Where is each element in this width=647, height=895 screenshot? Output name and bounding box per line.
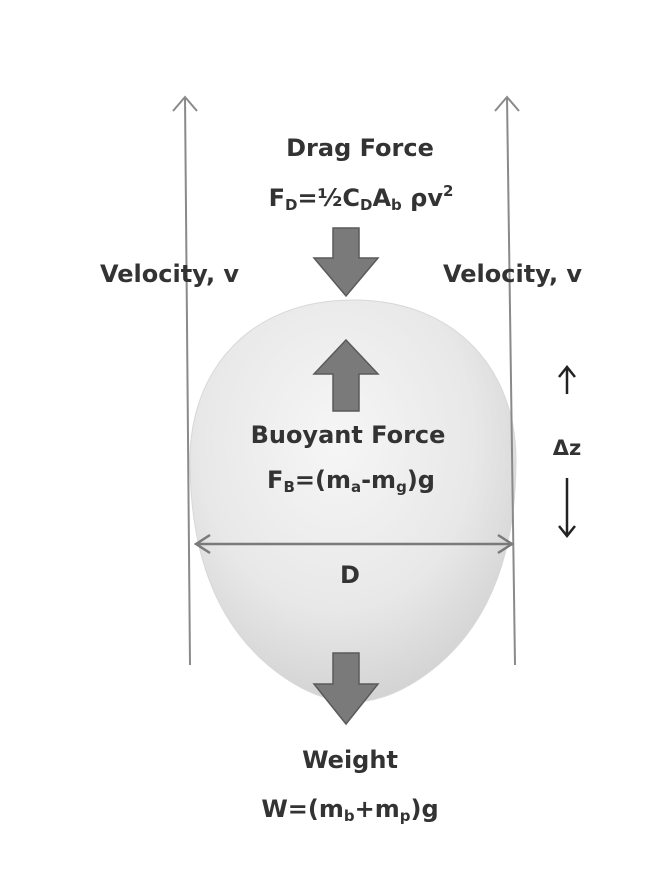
left-velocity-arrow	[172, 95, 198, 666]
drag-eq-sub2: D	[360, 196, 373, 214]
buoyant-force-equation: FB=(ma-mg)g	[256, 468, 446, 495]
weight-arrow	[312, 652, 380, 726]
buoyant-eq-post: )g	[406, 466, 435, 494]
weight-equation: W=(mb+mp)g	[240, 797, 460, 824]
buoyant-eq-pre: F	[267, 466, 284, 494]
weight-eq-sub2: p	[399, 807, 411, 825]
drag-eq-pre: F	[268, 184, 285, 212]
drag-force-arrow	[312, 227, 380, 298]
diameter-label: D	[340, 561, 360, 589]
weight-eq-pre: W=(m	[261, 795, 344, 823]
buoyant-force-arrow	[312, 338, 380, 412]
drag-eq-sub1: D	[284, 196, 298, 214]
weight-eq-mid: +m	[354, 795, 400, 823]
weight-eq-sub1: b	[343, 807, 355, 825]
buoyant-eq-mid2: -m	[361, 466, 397, 494]
buoyant-eq-mid1: =(m	[294, 466, 351, 494]
drag-eq-sub3: b	[391, 196, 402, 214]
buoyant-eq-sub3: g	[396, 478, 407, 496]
drag-eq-mid2: A	[372, 184, 392, 212]
weight-title: Weight	[302, 746, 398, 774]
velocity-label-right: Velocity, v	[443, 260, 583, 288]
drag-force-title: Drag Force	[286, 134, 434, 162]
buoyant-eq-sub1: B	[283, 478, 295, 496]
dz-down-arrow	[558, 478, 576, 539]
drag-eq-mid3: ρv	[401, 184, 443, 212]
diameter-arrow	[193, 533, 515, 555]
drag-eq-mid1: =½C	[297, 184, 361, 212]
buoyant-force-title: Buoyant Force	[250, 421, 446, 449]
dz-label: Δz	[552, 436, 582, 460]
velocity-label-left: Velocity, v	[100, 260, 240, 288]
right-velocity-arrow	[494, 95, 520, 666]
dz-up-arrow	[558, 364, 576, 394]
drag-eq-sup: 2	[442, 182, 454, 200]
weight-eq-post: )g	[410, 795, 439, 823]
buoyant-eq-sub2: a	[350, 478, 362, 496]
drag-force-equation: FD=½CDAb ρv2	[256, 184, 466, 213]
